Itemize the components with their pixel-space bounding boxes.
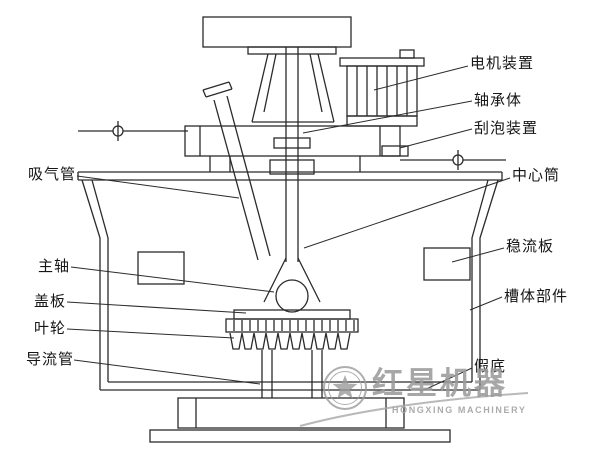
leader-lines (66, 65, 511, 391)
machine-outline (77, 16, 506, 443)
impeller-part (225, 318, 359, 350)
watermark-brand-en: HONGXING MACHINERY (392, 405, 527, 415)
leader-tank-body (469, 296, 503, 311)
leader-suction-pipe (76, 175, 240, 199)
label-tank-body: 槽体部件 (504, 288, 569, 305)
label-cover-plate: 盖板 (34, 293, 67, 310)
watermark-swoosh (299, 392, 529, 427)
label-impeller: 叶轮 (34, 320, 67, 337)
watermark-brand-cn: 红星机器 (372, 366, 508, 401)
label-scraper-device: 刮泡装置 (474, 120, 539, 137)
scraper-device-part (381, 145, 409, 157)
leader-guide-tube (73, 359, 261, 385)
label-main-shaft: 主轴 (38, 258, 71, 275)
guide-tube-part (261, 350, 323, 398)
false-bottom-part (149, 397, 451, 443)
label-bearing-body: 轴承体 (474, 92, 523, 109)
datum-mark-icon (78, 121, 506, 170)
leader-cover-plate (66, 301, 247, 314)
star-icon (332, 375, 358, 399)
label-stabilizer-plate: 稳流板 (506, 238, 555, 255)
leader-center-tube (303, 177, 511, 249)
leader-main-shaft (70, 266, 275, 293)
leader-bearing-body (302, 100, 473, 134)
watermark-logo-icon (299, 366, 529, 427)
stabilizer-plate-left-part (137, 251, 185, 285)
label-false-bottom: 假底 (474, 358, 507, 375)
label-suction-pipe: 吸气管 (28, 166, 77, 183)
label-motor-device: 电机装置 (470, 55, 535, 72)
label-guide-tube: 导流管 (26, 351, 75, 368)
suction-pipe-part (202, 81, 271, 261)
stabilizer-plate-right-part (423, 247, 471, 281)
leader-false-bottom (423, 367, 473, 391)
leader-impeller (66, 328, 235, 339)
leader-motor-device (373, 65, 469, 91)
label-center-tube: 中心筒 (512, 167, 561, 184)
leader-scraper-device (399, 128, 473, 149)
leader-stabilizer-plate (451, 247, 505, 263)
